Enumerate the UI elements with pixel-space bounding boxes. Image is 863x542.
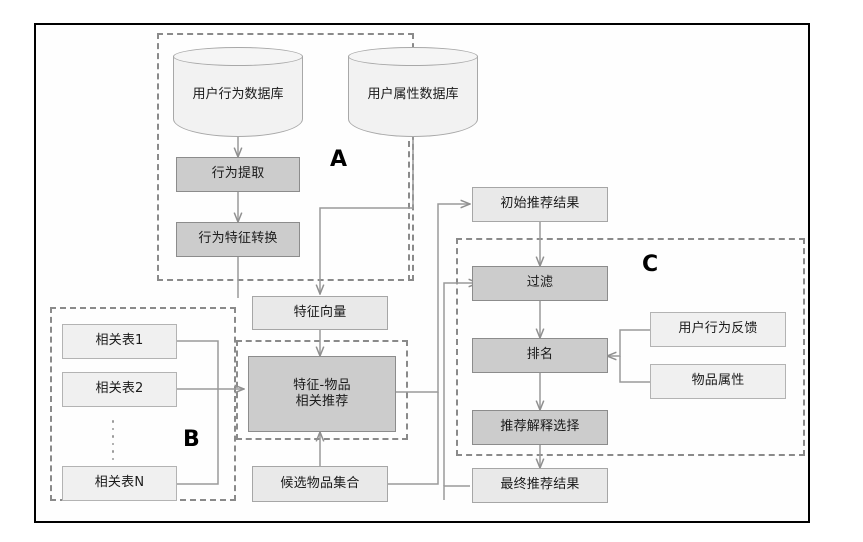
db-user-attribute-label: 用户属性数据库 [367, 86, 459, 102]
node-related-table-n[interactable]: 相关表N [62, 466, 177, 501]
group-label-b: B [183, 427, 200, 452]
node-label: 过滤 [526, 275, 554, 291]
db-user-attribute: 用户属性数据库 [348, 47, 478, 137]
node-recommend-explanation-select[interactable]: 推荐解释选择 [472, 410, 608, 445]
node-label: 用户行为反馈 [678, 321, 758, 337]
node-initial-recommend-result[interactable]: 初始推荐结果 [472, 187, 608, 222]
node-label-line2: 相关推荐 [295, 394, 349, 409]
node-behavior-extraction[interactable]: 行为提取 [176, 157, 300, 192]
node-candidate-item-set[interactable]: 候选物品集合 [252, 466, 388, 502]
group-box-a-extension [408, 141, 410, 281]
node-related-table-1[interactable]: 相关表1 [62, 324, 177, 359]
node-label: 排名 [526, 347, 554, 363]
node-user-behavior-feedback[interactable]: 用户行为反馈 [650, 312, 786, 347]
node-label: 相关表2 [95, 381, 144, 397]
node-behavior-feature-transform[interactable]: 行为特征转换 [176, 222, 300, 257]
vertical-ellipsis-icon [110, 420, 116, 460]
node-feature-vector[interactable]: 特征向量 [252, 296, 388, 330]
node-ranking[interactable]: 排名 [472, 338, 608, 373]
node-label: 相关表1 [95, 333, 144, 349]
node-filter[interactable]: 过滤 [472, 266, 608, 301]
group-label-a: A [330, 147, 348, 172]
node-label-line1: 特征-物品 [293, 377, 351, 393]
cylinder-top [348, 47, 478, 66]
group-label-c: C [642, 252, 659, 277]
cylinder-top [173, 47, 303, 66]
db-user-behavior: 用户行为数据库 [173, 47, 303, 137]
node-label: 推荐解释选择 [500, 419, 580, 435]
cylinder-body [173, 56, 303, 137]
node-feature-item-recommend[interactable]: 特征-物品 相关推荐 [248, 356, 396, 432]
node-label: 行为特征转换 [198, 231, 278, 247]
db-user-behavior-label: 用户行为数据库 [192, 86, 284, 102]
node-label: 候选物品集合 [280, 475, 360, 491]
node-label: 最终推荐结果 [500, 477, 580, 493]
node-label: 初始推荐结果 [500, 196, 580, 212]
node-item-attribute[interactable]: 物品属性 [650, 364, 786, 399]
node-final-recommend-result[interactable]: 最终推荐结果 [472, 468, 608, 503]
node-label: 特征向量 [293, 304, 347, 320]
node-related-table-2[interactable]: 相关表2 [62, 372, 177, 407]
cylinder-body [348, 56, 478, 137]
node-label: 物品属性 [691, 373, 745, 389]
node-label: 相关表N [94, 475, 145, 491]
node-label: 行为提取 [211, 166, 265, 182]
